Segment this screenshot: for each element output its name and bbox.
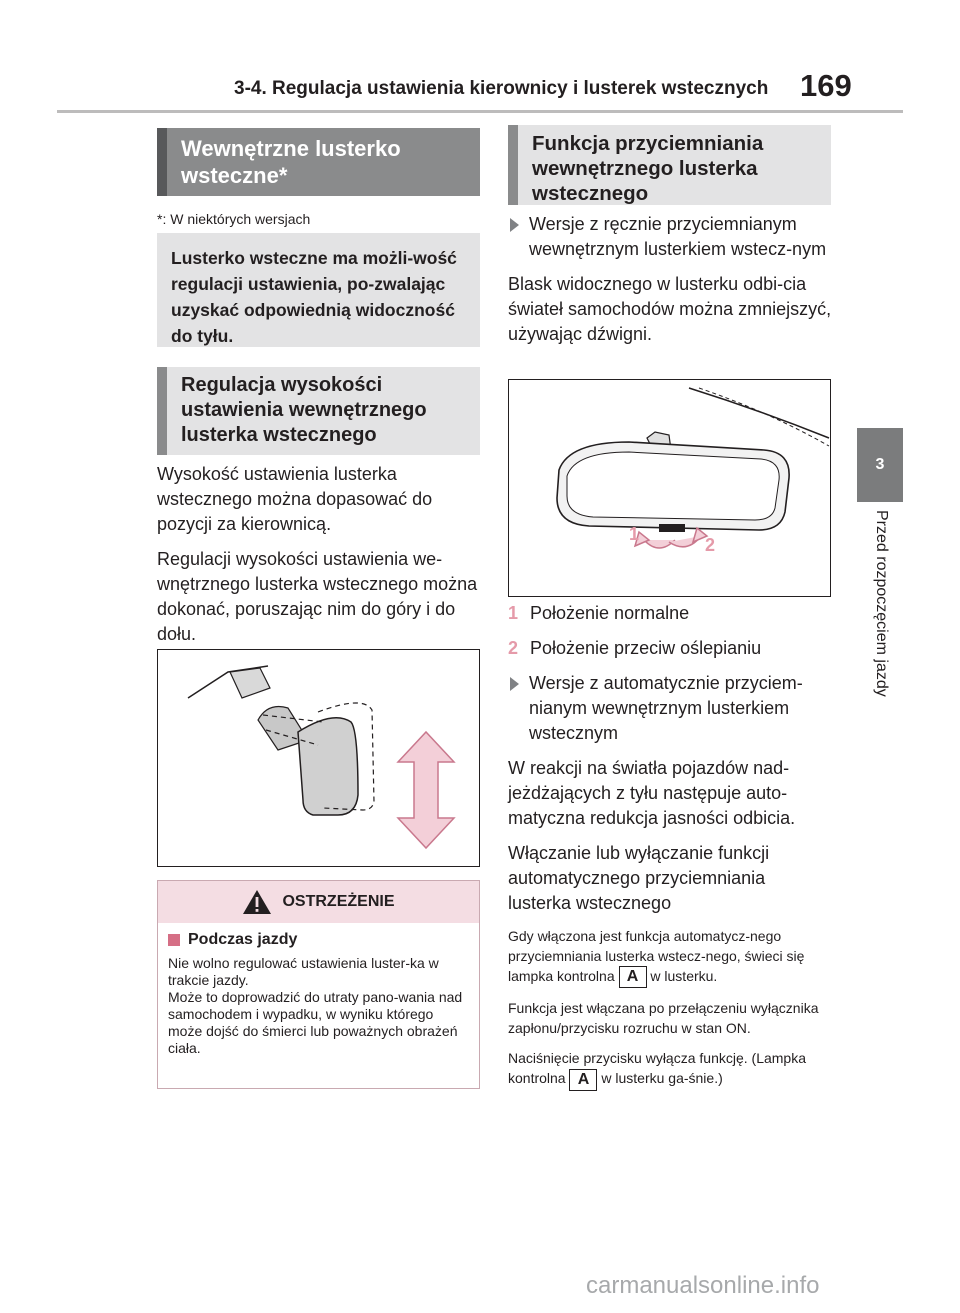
- warning-icon: [243, 890, 272, 914]
- dimming-details-text: 1 Położenie normalne 2 Położenie przeciw…: [508, 601, 833, 1101]
- paragraph: Włączanie lub wyłączanie funkcji automat…: [508, 843, 770, 913]
- paragraph-small: Naciśnięcie przycisku wyłącza funkcję. (…: [508, 1048, 833, 1091]
- auto-dimming-indicator-icon: A: [569, 1068, 598, 1091]
- chapter-tab: 3: [857, 428, 903, 502]
- bullet-text: Wersje z ręcznie przyciemnianym wewnętrz…: [529, 214, 827, 259]
- callout-2: 2: [705, 535, 715, 555]
- mirror-dimming-figure: 1 2: [508, 379, 831, 597]
- paragraph: Wysokość ustawienia lusterka wstecznego …: [157, 464, 433, 534]
- small-text: Gdy włączona jest funkcja automatycz-neg…: [508, 928, 805, 984]
- bullet-text: Wersje z automatycznie przyciem-nianym w…: [529, 673, 803, 743]
- header-rule: [57, 110, 903, 113]
- warning-subtitle-text: Podczas jazdy: [188, 931, 298, 948]
- paragraph: W reakcji na światła pojazdów nad-jeżdża…: [508, 758, 796, 828]
- triangle-bullet-icon: [510, 677, 519, 691]
- paragraph-small: Funkcja jest włączana po przełączeniu wy…: [508, 1000, 819, 1037]
- item-label: Położenie normalne: [530, 603, 690, 623]
- warning-header: OSTRZEŻENIE: [158, 881, 479, 923]
- chapter-label: Przed rozpoczęciem jazdy: [873, 510, 890, 697]
- watermark: carmanualsonline.info: [586, 1272, 820, 1299]
- warning-text: Nie wolno regulować ustawienia luster-ka…: [168, 955, 463, 1056]
- dimming-section-title: Funkcja przyciemniania wewnętrznego lust…: [508, 125, 831, 205]
- numbered-item: 2 Położenie przeciw oślepianiu: [508, 636, 833, 661]
- item-label: Położenie przeciw oślepianiu: [530, 638, 762, 658]
- auto-dimming-indicator-icon: A: [618, 966, 647, 989]
- callout-1: 1: [629, 524, 639, 544]
- paragraph-small: Gdy włączona jest funkcja automatycz-neg…: [508, 926, 833, 989]
- mirror-height-illustration: [187, 665, 456, 850]
- warning-title: OSTRZEŻENIE: [282, 893, 395, 910]
- square-bullet-icon: [168, 934, 180, 946]
- page-number: 169: [800, 68, 852, 103]
- item-number: 1: [508, 603, 519, 623]
- warning-box: OSTRZEŻENIE Podczas jazdy Nie wolno regu…: [157, 880, 480, 1089]
- numbered-item: 1 Położenie normalne: [508, 601, 833, 626]
- mirror-dimming-illustration: 1 2: [556, 387, 830, 555]
- small-text: w lusterku.: [650, 968, 718, 984]
- lead-text: Lusterko wsteczne ma możli-wość regulacj…: [157, 233, 480, 347]
- small-text: Naciśnięcie przycisku wyłącza funkcję. (…: [508, 1050, 806, 1087]
- footnote: *: W niektórych wersjach: [157, 211, 311, 227]
- dimming-manual-text: Wersje z ręcznie przyciemnianym wewnętrz…: [508, 212, 833, 357]
- bullet-item: Wersje z automatycznie przyciem-nianym w…: [508, 671, 833, 746]
- item-number: 2: [508, 638, 519, 658]
- height-adjust-text: Wysokość ustawienia lusterka wstecznego …: [157, 462, 480, 657]
- paragraph: Blask widocznego w lusterku odbi-cia świ…: [508, 274, 832, 344]
- warning-subtitle: Podczas jazdy: [168, 931, 469, 949]
- paragraph: Regulacji wysokości ustawienia we-wnętrz…: [157, 549, 478, 644]
- bullet-item: Wersje z ręcznie przyciemnianym wewnętrz…: [508, 212, 833, 262]
- main-section-title: Wewnętrzne lusterko wsteczne*: [157, 128, 480, 196]
- small-text: w lusterku ga-śnie.): [601, 1070, 723, 1087]
- height-adjust-title: Regulacja wysokości ustawienia wewnętrzn…: [157, 367, 480, 455]
- section-title: 3-4. Regulacja ustawienia kierownicy i l…: [234, 78, 769, 99]
- mirror-height-figure: [157, 649, 480, 867]
- triangle-bullet-icon: [510, 218, 519, 232]
